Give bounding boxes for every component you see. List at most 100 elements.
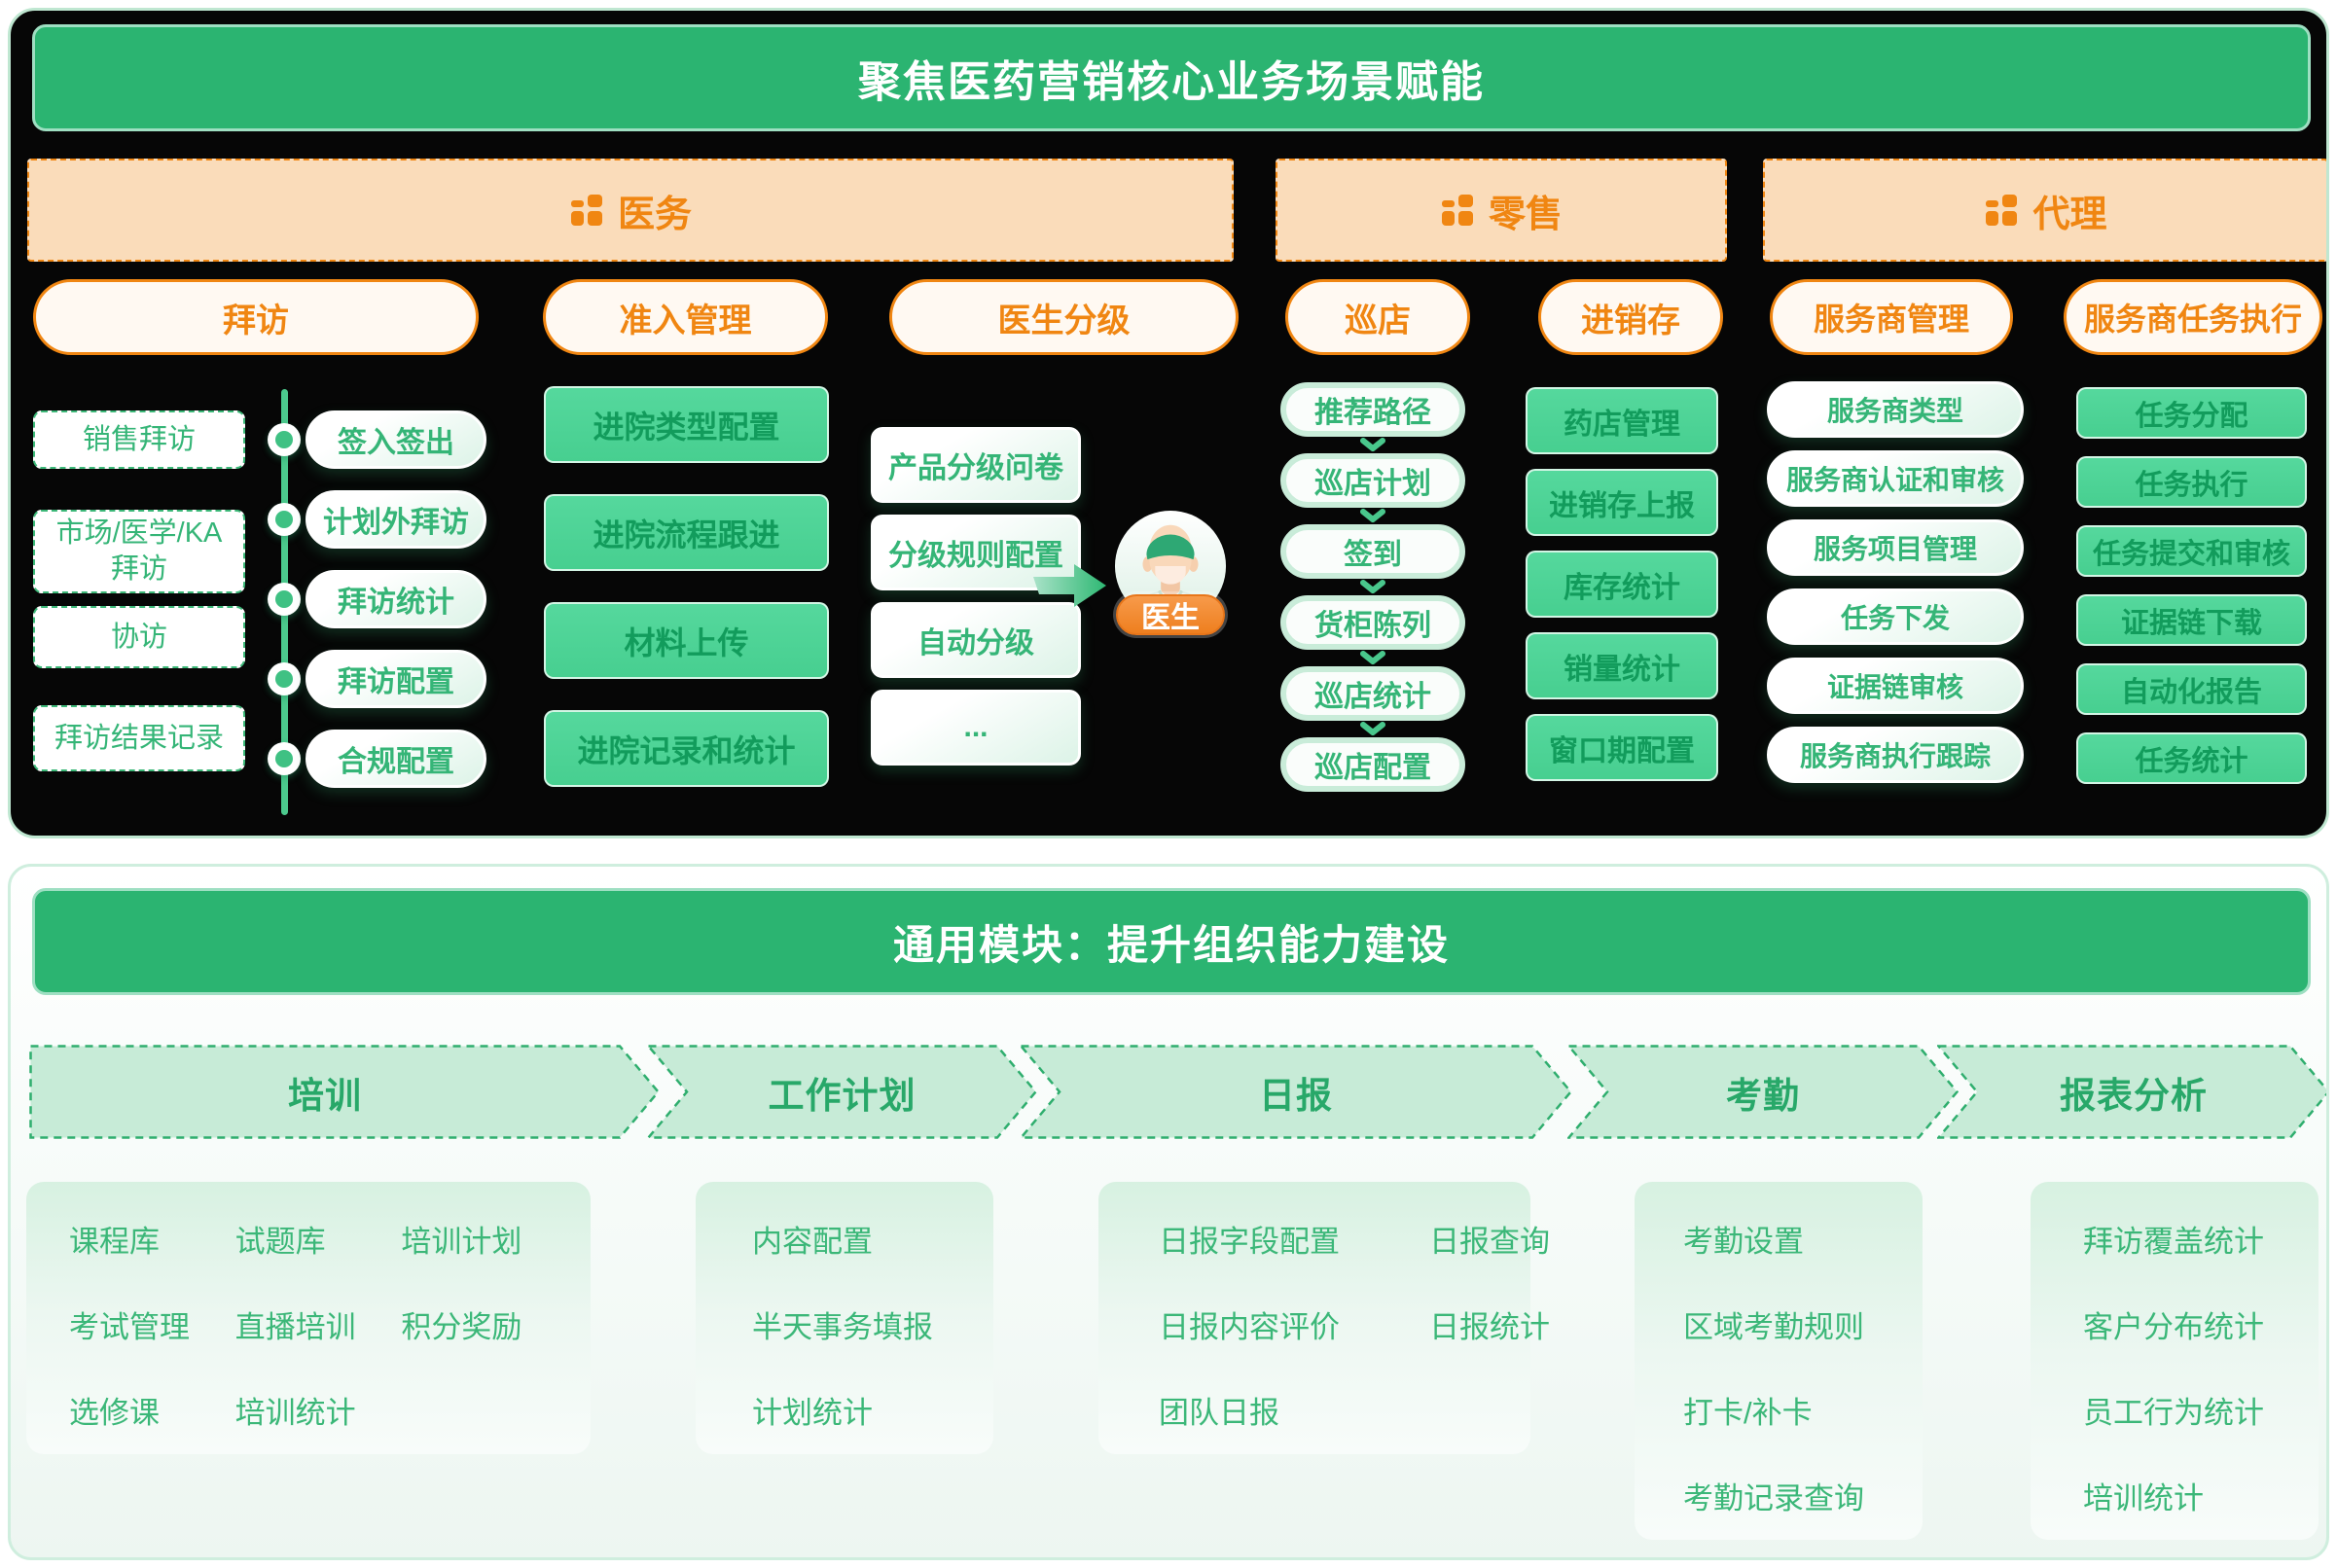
tab-report-analysis: 报表分析 [1937, 1045, 2326, 1139]
work-plan-item: 计划统计 [752, 1395, 873, 1430]
tab-label: 考勤 [1726, 1075, 1800, 1116]
provider-task-item: 自动化报告 [2076, 663, 2307, 715]
training-item: 课程库 [69, 1224, 160, 1259]
chevron-down-icon [1280, 437, 1465, 453]
attendance-item: 打卡/补卡 [1683, 1395, 1813, 1430]
report-analysis-item: 员工行为统计 [2083, 1395, 2264, 1430]
column-header-provider-mgmt: 服务商管理 [1770, 279, 2013, 355]
access-item: 进院记录和统计 [544, 710, 829, 787]
training-item: 积分奖励 [401, 1309, 522, 1344]
column-header-patrol: 巡店 [1285, 279, 1470, 355]
tab-label: 培训 [288, 1075, 362, 1116]
patrol-step: 推荐路径 [1280, 382, 1465, 437]
provider-mgmt-item: 服务商认证和审核 [1767, 450, 2024, 507]
tab-label: 日报 [1259, 1075, 1333, 1116]
report-analysis-item: 培训统计 [2083, 1480, 2204, 1515]
attendance-card: 考勤设置 区域考勤规则 打卡/补卡 考勤记录查询 [1635, 1182, 1923, 1540]
column-header-provider-task: 服务商任务执行 [2064, 279, 2322, 355]
provider-task-item: 任务统计 [2076, 732, 2307, 784]
arrow-right-icon [1033, 561, 1109, 610]
column-header-grading: 医生分级 [889, 279, 1239, 355]
visit-item: 协访 [33, 606, 245, 668]
grading-item: ... [871, 690, 1081, 766]
patrol-column: 推荐路径 巡店计划 签到 货柜陈列 巡店统计 巡店配置 [1280, 382, 1465, 792]
tab-attendance: 考勤 [1567, 1045, 1959, 1139]
provider-task-item: 任务执行 [2076, 456, 2307, 508]
provider-task-item: 证据链下载 [2076, 594, 2307, 646]
chevron-down-icon [1280, 508, 1465, 524]
group-header-label: 代理 [2032, 194, 2107, 235]
patrol-step: 货柜陈列 [1280, 595, 1465, 650]
report-analysis-card: 拜访覆盖统计 客户分布统计 员工行为统计 培训统计 [2031, 1182, 2319, 1540]
visit-item: 销售拜访 [33, 410, 245, 469]
access-column: 进院类型配置 进院流程跟进 材料上传 进院记录和统计 [544, 386, 829, 787]
attendance-item: 区域考勤规则 [1683, 1309, 1864, 1344]
chevron-down-icon [1280, 721, 1465, 737]
group-header-medical: 医务 [27, 159, 1234, 262]
provider-mgmt-item: 服务商类型 [1767, 381, 2024, 438]
daily-report-item: 日报统计 [1429, 1309, 1550, 1344]
timeline-item: 拜访配置 [306, 650, 486, 708]
access-item: 材料上传 [544, 602, 829, 679]
column-header-access: 准入管理 [543, 279, 828, 355]
bottom-panel-title: 通用模块：提升组织能力建设 [32, 888, 2311, 995]
group-header-label: 医务 [617, 194, 692, 235]
attendance-item: 考勤设置 [1683, 1224, 1804, 1259]
visit-timeline: 签入签出 计划外拜访 拜访统计 拜访配置 合规配置 [260, 389, 493, 815]
timeline-item: 合规配置 [306, 730, 486, 788]
access-item: 进院流程跟进 [544, 494, 829, 571]
grading-item: 自动分级 [871, 602, 1081, 678]
grid-icon [1984, 193, 2019, 228]
visit-item: 拜访结果记录 [33, 705, 245, 771]
medical-scenarios-panel: 聚焦医药营销核心业务场景赋能 医务 零售 代理 拜访 准入管理 医生分级 巡店 … [8, 8, 2329, 838]
patrol-step: 巡店统计 [1280, 666, 1465, 721]
provider-mgmt-item: 任务下发 [1767, 588, 2024, 645]
visit-item: 市场/医学/KA拜访 [33, 510, 245, 593]
training-item: 直播培训 [234, 1309, 356, 1344]
work-plan-item: 内容配置 [752, 1224, 873, 1259]
timeline-dot [268, 662, 301, 695]
daily-report-item: 日报查询 [1429, 1224, 1550, 1259]
tab-label: 报表分析 [2060, 1075, 2208, 1116]
column-header-inventory: 进销存 [1538, 279, 1723, 355]
inventory-item: 窗口期配置 [1526, 714, 1718, 781]
patrol-step: 签到 [1280, 524, 1465, 579]
inventory-item: 进销存上报 [1526, 469, 1718, 536]
patrol-step: 巡店计划 [1280, 453, 1465, 508]
patrol-step: 巡店配置 [1280, 737, 1465, 792]
timeline-dot [268, 742, 301, 775]
training-item: 试题库 [234, 1224, 326, 1259]
attendance-item: 考勤记录查询 [1683, 1480, 1864, 1515]
grading-column: 产品分级问卷 分级规则配置 自动分级 ... [871, 427, 1081, 766]
tab-training: 培训 [29, 1045, 660, 1139]
report-analysis-item: 客户分布统计 [2083, 1309, 2264, 1344]
training-item: 选修课 [69, 1395, 160, 1430]
provider-task-item: 任务分配 [2076, 387, 2307, 439]
report-analysis-item: 拜访覆盖统计 [2083, 1224, 2264, 1259]
top-panel-title: 聚焦医药营销核心业务场景赋能 [32, 24, 2311, 131]
daily-report-item: 日报字段配置 [1159, 1224, 1340, 1259]
common-modules-panel: 通用模块：提升组织能力建设 培训 工作计划 日报 考勤 报表分析 课程库 试题库… [8, 864, 2329, 1560]
inventory-item: 药店管理 [1526, 387, 1718, 454]
timeline-dot [268, 503, 301, 536]
timeline-item: 签入签出 [306, 410, 486, 469]
grid-icon [569, 193, 604, 228]
timeline-item: 拜访统计 [306, 570, 486, 628]
training-item: 培训统计 [234, 1395, 356, 1430]
provider-mgmt-column: 服务商类型 服务商认证和审核 服务项目管理 任务下发 证据链审核 服务商执行跟踪 [1767, 381, 2024, 783]
training-card: 课程库 试题库 培训计划 考试管理 直播培训 积分奖励 选修课 培训统计 [26, 1182, 591, 1454]
training-item: 考试管理 [69, 1309, 190, 1344]
tab-daily-report: 日报 [1020, 1045, 1572, 1139]
provider-task-column: 任务分配 任务执行 任务提交和审核 证据链下载 自动化报告 任务统计 [2076, 387, 2307, 784]
group-header-retail: 零售 [1276, 159, 1727, 262]
inventory-column: 药店管理 进销存上报 库存统计 销量统计 窗口期配置 [1526, 387, 1718, 781]
inventory-item: 库存统计 [1526, 551, 1718, 618]
column-header-visit: 拜访 [33, 279, 479, 355]
provider-mgmt-item: 证据链审核 [1767, 658, 2024, 714]
grid-icon [1440, 193, 1475, 228]
timeline-dot [268, 423, 301, 456]
access-item: 进院类型配置 [544, 386, 829, 463]
doctor-label-badge: 医生 [1116, 594, 1225, 635]
work-plan-item: 半天事务填报 [752, 1309, 933, 1344]
grading-item: 分级规则配置 [871, 515, 1081, 590]
